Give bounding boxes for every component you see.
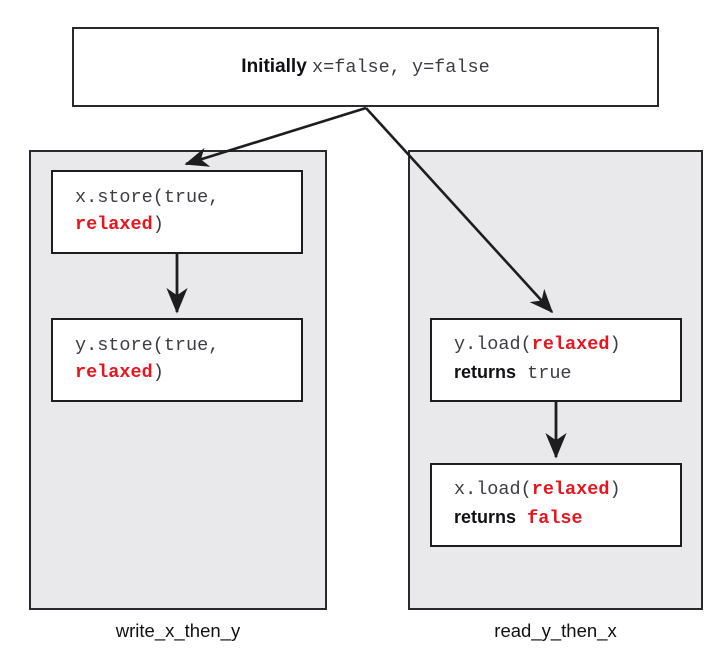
thread-label-read-y-then-x: read_y_then_x <box>494 620 617 641</box>
memory-order-keyword: relaxed <box>75 362 153 383</box>
initially-keyword: Initially <box>241 56 313 77</box>
memory-order-keyword: relaxed <box>531 334 610 356</box>
x-load-close-paren: ) <box>609 479 621 501</box>
operation-line-1: x.store(true, <box>75 185 301 212</box>
returns-label: returns <box>454 362 517 382</box>
operation-line-1: y.store(true, <box>75 333 301 360</box>
operation-box-y-load: y.load(relaxed) returns true <box>430 318 682 402</box>
operation-line-2: returns true <box>454 359 680 388</box>
memory-order-keyword: relaxed <box>75 214 153 235</box>
thread-label-write-x-then-y: write_x_then_y <box>115 620 241 641</box>
operation-line-2: returns false <box>454 504 680 533</box>
y-load-close-paren: ) <box>609 334 621 356</box>
returns-value: true <box>527 363 572 384</box>
x-store-close-paren: ) <box>152 214 164 235</box>
x-store-call: x.store(true, <box>75 187 220 209</box>
operation-box-x-store: x.store(true, relaxed) <box>51 170 303 254</box>
operation-line-1: y.load(relaxed) <box>454 332 680 359</box>
y-store-call: y.store(true, <box>75 335 220 357</box>
y-load-call: y.load( <box>454 334 532 356</box>
y-store-close-paren: ) <box>152 362 164 383</box>
initial-conditions-text: Initially x=false, y=false <box>241 56 489 78</box>
memory-order-keyword: relaxed <box>531 479 610 501</box>
operation-box-y-store: y.store(true, relaxed) <box>51 318 303 402</box>
initially-values: x=false, y=false <box>312 57 490 78</box>
returns-value: false <box>527 508 583 529</box>
x-load-call: x.load( <box>454 479 532 501</box>
operation-line-2: relaxed) <box>75 360 301 387</box>
operation-line-1: x.load(relaxed) <box>454 477 680 504</box>
initial-conditions-box: Initially x=false, y=false <box>72 27 659 107</box>
returns-label: returns <box>454 507 517 527</box>
operation-box-x-load: x.load(relaxed) returns false <box>430 463 682 547</box>
operation-line-2: relaxed) <box>75 212 301 239</box>
